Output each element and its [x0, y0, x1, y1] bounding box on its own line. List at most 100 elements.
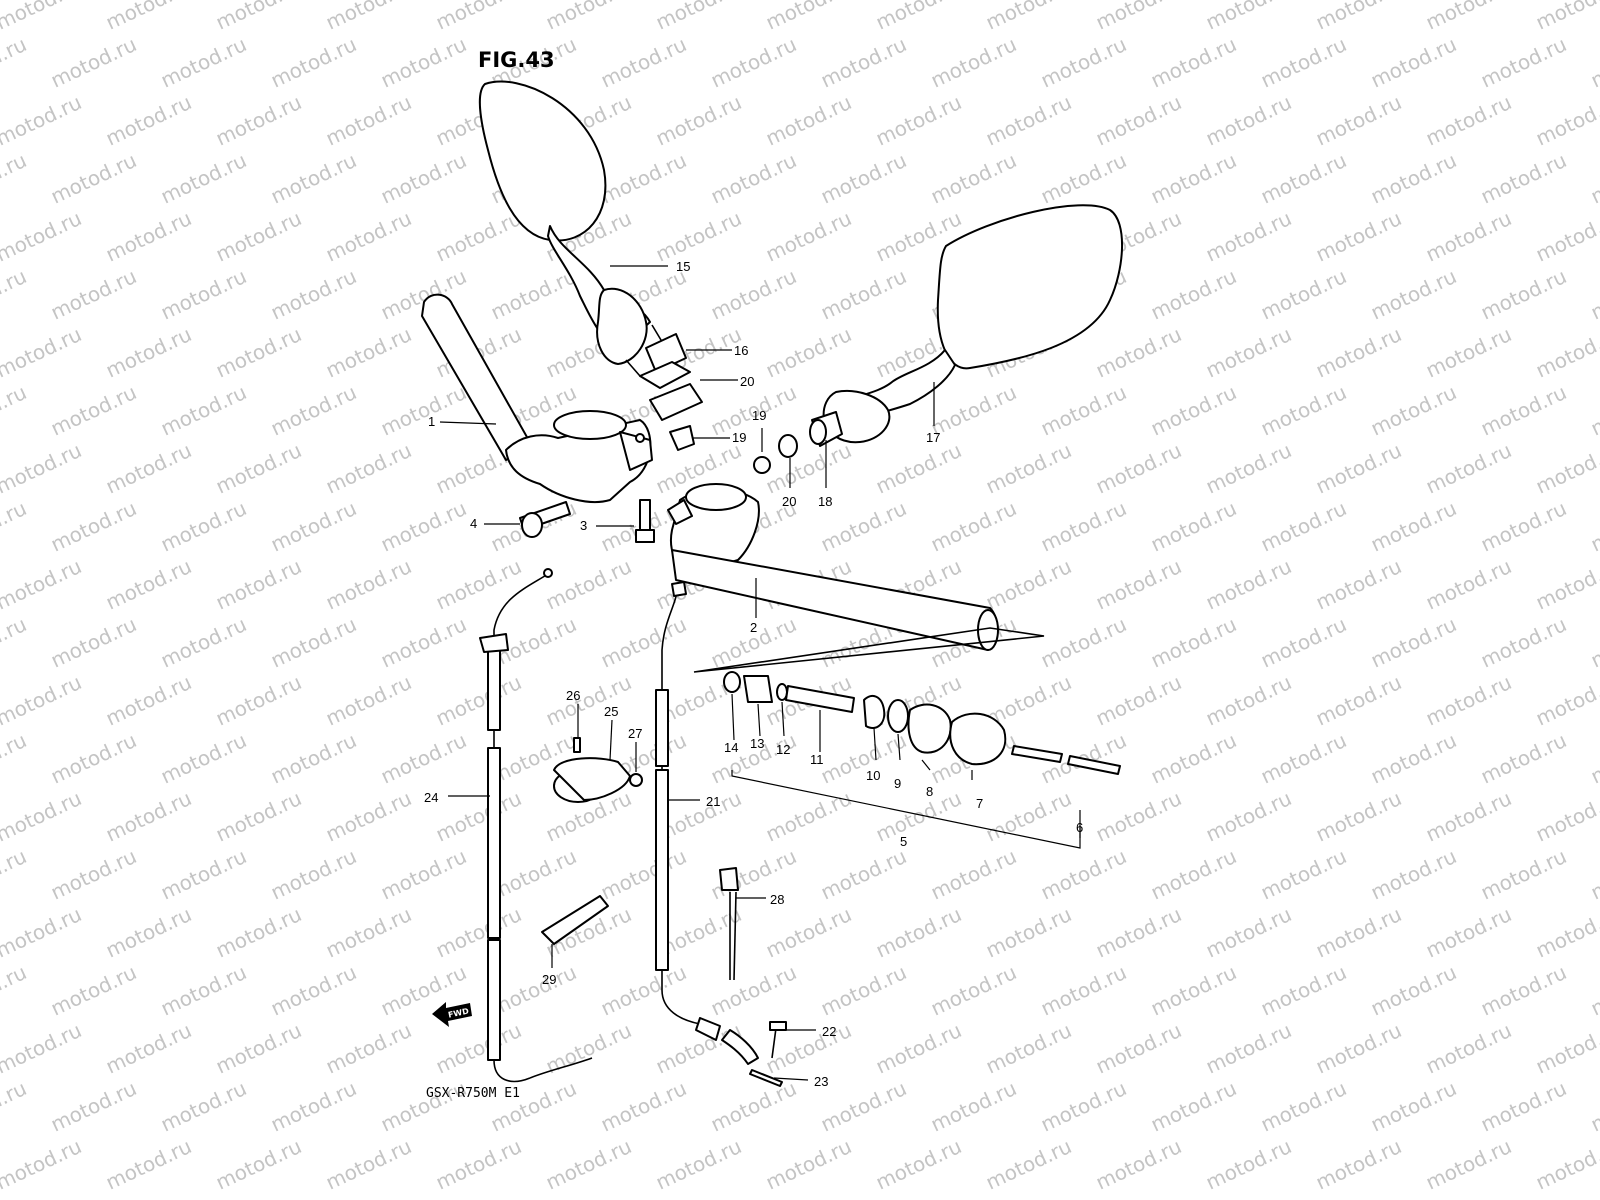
leader-lines	[439, 265, 1081, 1081]
callout-17: 17	[926, 430, 940, 445]
watermark-text: motod.ru	[47, 264, 140, 325]
watermark-text: motod.ru	[652, 0, 745, 35]
watermark-text: motod.ru	[1422, 902, 1515, 963]
watermark-text: motod.ru	[432, 554, 525, 615]
watermark-text: motod.ru	[817, 1076, 910, 1137]
watermark-text: motod.ru	[762, 1134, 855, 1195]
watermark-text: motod.ru	[1312, 1134, 1405, 1195]
watermark-text: motod.ru	[267, 264, 360, 325]
watermark-text: motod.ru	[542, 554, 635, 615]
watermark-text: motod.ru	[102, 1018, 195, 1079]
watermark-text: motod.ru	[1147, 1076, 1240, 1137]
watermark-text: motod.ru	[1092, 670, 1185, 731]
watermark-text: motod.ru	[1092, 1018, 1185, 1079]
watermark-text: motod.ru	[927, 380, 1020, 441]
callout-1: 1	[428, 414, 435, 429]
watermark-text: motod.ru	[1477, 380, 1570, 441]
watermark-text: motod.ru	[267, 496, 360, 557]
watermark-text: motod.ru	[1092, 554, 1185, 615]
bolt-3	[635, 499, 655, 543]
callout-8: 8	[926, 784, 933, 799]
watermark-text: motod.ru	[212, 1018, 305, 1079]
watermark-text: motod.ru	[1202, 0, 1295, 35]
watermark-text: motod.ru	[1587, 728, 1600, 789]
watermark-text: motod.ru	[0, 90, 85, 151]
watermark-text: motod.ru	[597, 844, 690, 905]
callout-19b: 19	[732, 430, 746, 445]
watermark-text: motod.ru	[762, 0, 855, 35]
watermark-text: motod.ru	[212, 554, 305, 615]
right-handlebar	[667, 483, 999, 651]
watermark-text: motod.ru	[817, 960, 910, 1021]
watermark-text: motod.ru	[1312, 206, 1405, 267]
callout-12: 12	[776, 742, 790, 757]
watermark-text: motod.ru	[212, 670, 305, 731]
watermark-text: motod.ru	[1422, 554, 1515, 615]
watermark-text: motod.ru	[927, 32, 1020, 93]
callout-11: 11	[810, 752, 824, 767]
watermark-text: motod.ru	[1312, 322, 1405, 383]
watermark-text: motod.ru	[212, 1134, 305, 1195]
watermark-text: motod.ru	[377, 844, 470, 905]
watermark-text: motod.ru	[1257, 960, 1350, 1021]
left-handlebar	[421, 293, 653, 504]
watermark-text: motod.ru	[1257, 1076, 1350, 1137]
watermark-text: motod.ru	[597, 1076, 690, 1137]
watermark-text: motod.ru	[1147, 728, 1240, 789]
watermark-text: motod.ru	[1312, 0, 1405, 35]
watermark-text: motod.ru	[0, 1018, 85, 1079]
watermark-text: motod.ru	[157, 728, 250, 789]
watermark-text: motod.ru	[982, 902, 1075, 963]
watermark-text: motod.ru	[542, 0, 635, 35]
watermark-text: motod.ru	[652, 206, 745, 267]
bolt-4	[519, 501, 571, 538]
watermark-text: motod.ru	[0, 844, 30, 905]
watermark-text: motod.ru	[1477, 264, 1570, 325]
watermark-text: motod.ru	[1147, 960, 1240, 1021]
watermark-text: motod.ru	[377, 380, 470, 441]
callout-16: 16	[734, 343, 748, 358]
watermark-text: motod.ru	[1257, 264, 1350, 325]
watermark-text: motod.ru	[47, 32, 140, 93]
cable-clamp-25	[553, 737, 643, 803]
watermark-text: motod.ru	[432, 206, 525, 267]
watermark-text: motod.ru	[157, 380, 250, 441]
watermark-text: motod.ru	[982, 1134, 1075, 1195]
watermark-text: motod.ru	[652, 90, 745, 151]
watermark-text: motod.ru	[1532, 438, 1600, 499]
watermark-text: motod.ru	[597, 612, 690, 673]
watermark-text: motod.ru	[1422, 206, 1515, 267]
watermark-text: motod.ru	[1202, 786, 1295, 847]
watermark-text: motod.ru	[1312, 1018, 1405, 1079]
watermark-text: motod.ru	[1532, 554, 1600, 615]
watermark-text: motod.ru	[1092, 438, 1185, 499]
watermark-text: motod.ru	[102, 1134, 195, 1195]
watermark-text: motod.ru	[1587, 264, 1600, 325]
watermark-text: motod.ru	[982, 554, 1075, 615]
watermark-text: motod.ru	[1037, 32, 1130, 93]
right-mirror	[753, 204, 1124, 474]
watermark-text: motod.ru	[157, 960, 250, 1021]
callout-24: 24	[424, 790, 438, 805]
watermark-text: motod.ru	[872, 0, 965, 35]
watermark-text: motod.ru	[1202, 1134, 1295, 1195]
watermark-text: motod.ru	[0, 786, 85, 847]
callout-27: 27	[628, 726, 642, 741]
watermark-text: motod.ru	[1257, 496, 1350, 557]
watermark-text: motod.ru	[47, 380, 140, 441]
watermark-text: motod.ru	[1532, 1134, 1600, 1195]
callout-6: 6	[1076, 820, 1083, 835]
watermark-text: motod.ru	[1477, 960, 1570, 1021]
watermark-text: motod.ru	[377, 32, 470, 93]
watermark-text: motod.ru	[982, 438, 1075, 499]
watermark-text: motod.ru	[432, 0, 525, 35]
callout-20a: 20	[740, 374, 754, 389]
watermark-text: motod.ru	[267, 844, 360, 905]
throttle-cable-21	[655, 581, 759, 1065]
watermark-text: motod.ru	[1422, 1134, 1515, 1195]
watermark-text: motod.ru	[1147, 612, 1240, 673]
watermark-text: motod.ru	[872, 90, 965, 151]
watermark-text: motod.ru	[322, 0, 415, 35]
watermark-text: motod.ru	[1202, 206, 1295, 267]
